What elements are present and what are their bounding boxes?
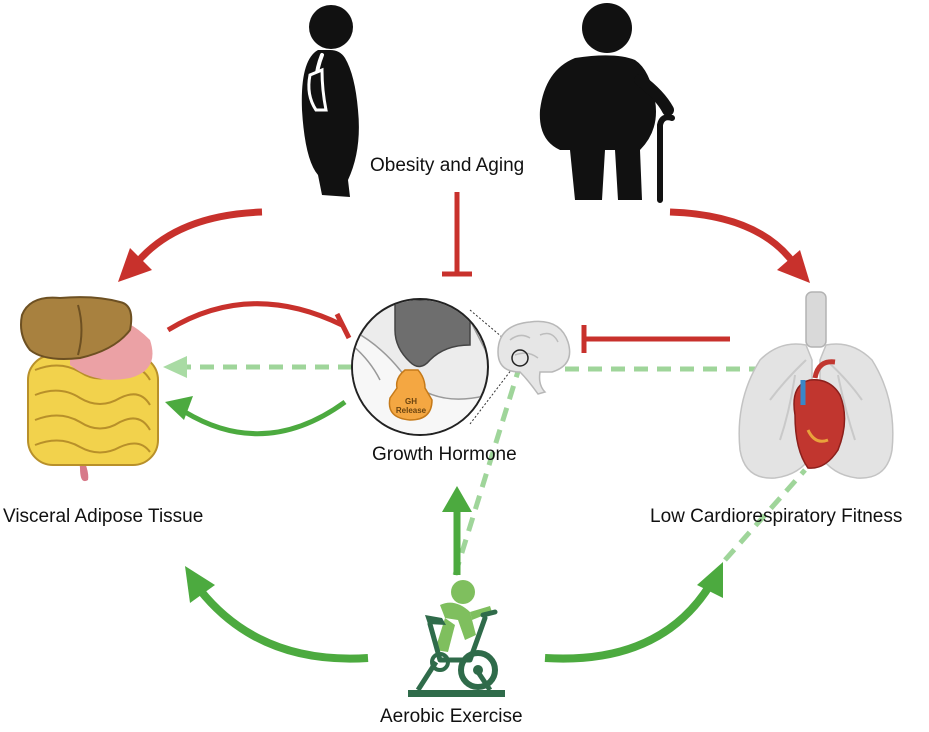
arrow-head-fitness <box>777 250 810 283</box>
label-obesity-aging: Obesity and Aging <box>370 155 525 176</box>
label-low-fitness: Low Cardiorespiratory Fitness <box>650 506 903 527</box>
arrow-obesity-to-adipose <box>132 208 263 268</box>
arrow-aging-to-fitness <box>669 208 798 268</box>
gh-release-line2: Release <box>396 406 427 415</box>
dashed-gh-to-adipose <box>163 356 352 378</box>
pregnant-belly-person-icon <box>301 5 359 197</box>
label-growth-hormone: Growth Hormone <box>372 444 517 465</box>
gh-release-line1: GH <box>405 397 417 406</box>
arrow-exercise-to-gh <box>442 486 472 575</box>
dashed-exercise-to-brain <box>452 364 523 576</box>
arrow-head-adipose <box>118 248 152 282</box>
liver-intestines-icon <box>20 296 159 482</box>
lungs-heart-icon <box>738 291 894 479</box>
arrow-gh-to-adipose <box>165 396 347 437</box>
exercise-bike-icon <box>408 580 505 697</box>
brain-icon <box>497 320 571 395</box>
pituitary-zoom-icon: GH Release <box>351 298 516 436</box>
dashed-fitness-lower <box>723 468 807 562</box>
arrow-exercise-to-adipose <box>185 566 369 663</box>
label-visceral-adipose: Visceral Adipose Tissue <box>3 506 204 527</box>
inhibit-adipose-to-gh <box>166 301 352 340</box>
inhibit-fitness-to-gh <box>581 325 730 353</box>
elderly-person-cane-icon <box>539 3 675 203</box>
label-aerobic-exercise: Aerobic Exercise <box>380 706 523 727</box>
inhibit-obesity-to-gh <box>442 192 472 277</box>
arrow-exercise-to-fitness <box>544 562 723 663</box>
